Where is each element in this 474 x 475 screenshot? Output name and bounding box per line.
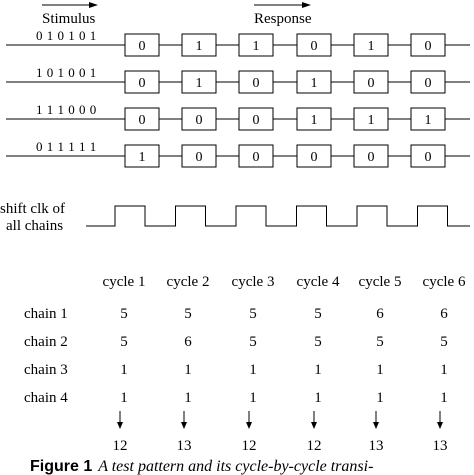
cycle-total: 12 <box>307 438 322 454</box>
scan-cell-value: 0 <box>368 150 375 165</box>
cycle-header: cycle 3 <box>232 274 275 290</box>
table-cell: 1 <box>314 390 322 406</box>
figure-caption: Figure 1 A test pattern and its cycle-by-… <box>30 458 470 475</box>
table-cell: 1 <box>314 362 322 378</box>
scan-cell-value: 1 <box>368 39 375 54</box>
caption-label: Figure 1 <box>30 458 93 475</box>
cycle-header: cycle 6 <box>423 274 466 290</box>
scan-cell-value: 0 <box>139 39 146 54</box>
table-cell: 5 <box>249 306 257 322</box>
table-cell: 6 <box>376 306 384 322</box>
stimulus-header: Stimulus <box>42 11 96 27</box>
table-cell: 5 <box>184 306 192 322</box>
scan-cell-value: 1 <box>196 39 203 54</box>
scan-cell-value: 0 <box>253 113 260 128</box>
scan-cell-value: 0 <box>311 150 318 165</box>
scan-cell-value: 1 <box>311 113 318 128</box>
table-cell: 5 <box>120 334 128 350</box>
response-arrow-head <box>302 2 311 8</box>
scan-cell-value: 1 <box>253 39 260 54</box>
stimulus-bits: 0 1 1 1 1 1 <box>36 139 97 154</box>
chain-row-label: chain 4 <box>24 390 68 406</box>
stimulus-bits: 1 1 1 0 0 0 <box>36 102 97 117</box>
cycle-header: cycle 4 <box>297 274 340 290</box>
scan-cell-value: 0 <box>196 113 203 128</box>
table-cell: 1 <box>249 390 257 406</box>
cycle-table: cycle 1 cycle 2 cycle 3 cycle 4 cycle 5 cycle… <box>24 274 466 454</box>
stimulus-bits: 1 0 1 0 0 1 <box>36 65 97 80</box>
table-cell: 1 <box>184 362 192 378</box>
scan-cell-value: 0 <box>196 150 203 165</box>
table-cell: 5 <box>376 334 384 350</box>
cycle-header: cycle 1 <box>103 274 146 290</box>
scan-cell-value: 1 <box>139 150 146 165</box>
scan-cell-value: 0 <box>253 150 260 165</box>
cycle-total: 13 <box>433 438 448 454</box>
scan-chain-row: 0 1 1 1 1 1 1 0 0 0 0 0 <box>6 139 470 168</box>
cycle-header: cycle 2 <box>167 274 210 290</box>
response-header: Response <box>254 11 312 27</box>
clock-label-line2: all chains <box>6 218 63 234</box>
table-cell: 5 <box>314 306 322 322</box>
cycle-header: cycle 5 <box>359 274 402 290</box>
table-cell: 1 <box>120 390 128 406</box>
cycle-total: 12 <box>242 438 257 454</box>
sum-arrow-head <box>117 422 123 429</box>
table-cell: 1 <box>249 362 257 378</box>
chain-row-label: chain 2 <box>24 334 68 350</box>
table-cell: 6 <box>440 306 448 322</box>
clock-waveform <box>86 205 470 227</box>
scan-cell-value: 1 <box>368 113 375 128</box>
cycle-total: 13 <box>369 438 384 454</box>
chain-row-label: chain 3 <box>24 362 68 378</box>
sum-arrow-head <box>437 422 443 429</box>
table-cell: 1 <box>184 390 192 406</box>
scan-cell-value: 1 <box>425 113 432 128</box>
scan-cell-value: 0 <box>425 76 432 91</box>
scan-cell-value: 0 <box>368 76 375 91</box>
table-cell: 5 <box>249 334 257 350</box>
scan-chain-row: 1 0 1 0 0 1 0 1 0 1 0 0 <box>6 65 470 94</box>
sum-arrow-head <box>373 422 379 429</box>
sum-arrow-head <box>181 422 187 429</box>
table-cell: 6 <box>184 334 192 350</box>
sum-arrow-head <box>246 422 252 429</box>
scan-cell-value: 0 <box>139 113 146 128</box>
cycle-total: 13 <box>177 438 192 454</box>
chain-row-label: chain 1 <box>24 306 68 322</box>
cycle-total: 12 <box>113 438 128 454</box>
scan-cell-value: 1 <box>311 76 318 91</box>
table-cell: 1 <box>120 362 128 378</box>
stimulus-arrow-head <box>89 2 98 8</box>
stimulus-bits: 0 1 0 1 0 1 <box>36 28 97 43</box>
scan-chain-row: 1 1 1 0 0 0 0 0 0 1 1 1 <box>6 102 470 131</box>
table-cell: 1 <box>440 390 448 406</box>
table-cell: 1 <box>440 362 448 378</box>
scan-cell-value: 0 <box>311 39 318 54</box>
sum-arrow-head <box>311 422 317 429</box>
table-cell: 5 <box>120 306 128 322</box>
table-cell: 1 <box>376 390 384 406</box>
table-cell: 1 <box>376 362 384 378</box>
scan-cell-value: 0 <box>139 76 146 91</box>
table-cell: 5 <box>440 334 448 350</box>
caption-text: A test pattern and its cycle-by-cycle tr… <box>98 458 374 475</box>
scan-cell-value: 1 <box>196 76 203 91</box>
scan-cell-value: 0 <box>425 150 432 165</box>
scan-chain-row: 0 1 0 1 0 1 0 1 1 0 1 0 <box>6 28 470 57</box>
scan-cell-value: 0 <box>253 76 260 91</box>
table-cell: 5 <box>314 334 322 350</box>
clock-label-line1: shift clk of <box>0 201 65 217</box>
scan-cell-value: 0 <box>425 39 432 54</box>
